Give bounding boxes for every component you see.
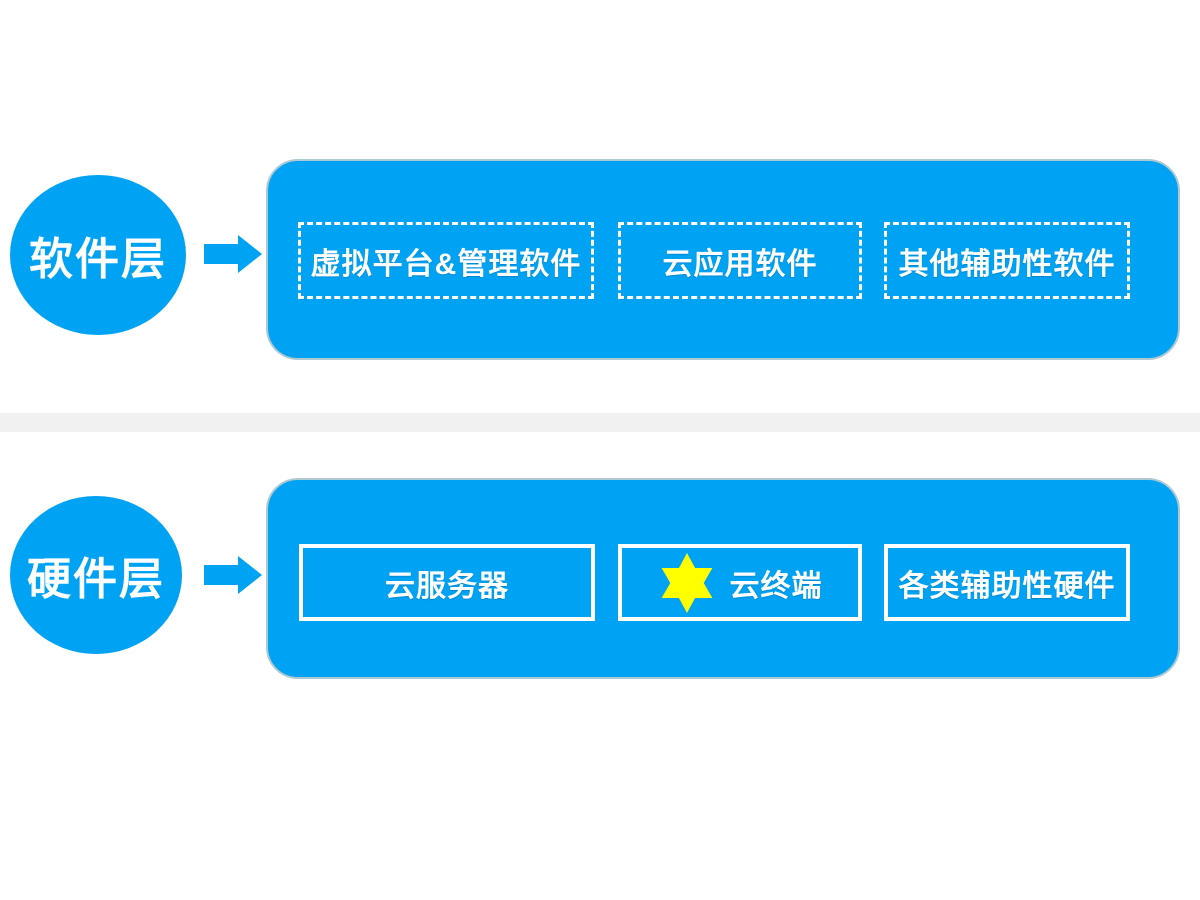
software-panel: 虚拟平台&管理软件 云应用软件 其他辅助性软件 xyxy=(266,159,1180,360)
arrow-tail xyxy=(204,565,238,585)
box-label: 虚拟平台&管理软件 xyxy=(310,247,582,281)
hardware-layer-label: 硬件层 xyxy=(27,555,165,604)
hardware-box-auxiliary-hardware: 各类辅助性硬件 xyxy=(884,544,1130,621)
software-box-virtual-platform: 虚拟平台&管理软件 xyxy=(298,222,594,299)
divider-band xyxy=(0,413,1200,432)
software-arrow-icon xyxy=(204,235,262,273)
box-label: 各类辅助性硬件 xyxy=(898,569,1116,603)
software-layer-label: 软件层 xyxy=(29,235,167,284)
box-label: 云应用软件 xyxy=(662,247,818,281)
six-pointed-star-icon xyxy=(661,552,712,613)
software-layer-circle: 软件层 xyxy=(10,175,186,335)
hardware-box-cloud-terminal: 云终端 xyxy=(618,544,862,621)
hardware-layer-circle: 硬件层 xyxy=(10,496,182,654)
arrow-tail xyxy=(204,244,238,264)
arrow-head xyxy=(238,235,262,273)
hardware-box-cloud-server: 云服务器 xyxy=(299,544,595,621)
hardware-panel: 云服务器 云终端 各类辅助性硬件 xyxy=(266,478,1180,679)
box-label: 云终端 xyxy=(729,569,823,603)
box-label: 其他辅助性软件 xyxy=(898,247,1116,281)
software-box-cloud-apps: 云应用软件 xyxy=(618,222,862,299)
arrow-head xyxy=(238,556,262,594)
box-label: 云服务器 xyxy=(385,569,509,603)
software-box-other-auxiliary: 其他辅助性软件 xyxy=(884,222,1130,299)
hardware-arrow-icon xyxy=(204,556,262,594)
